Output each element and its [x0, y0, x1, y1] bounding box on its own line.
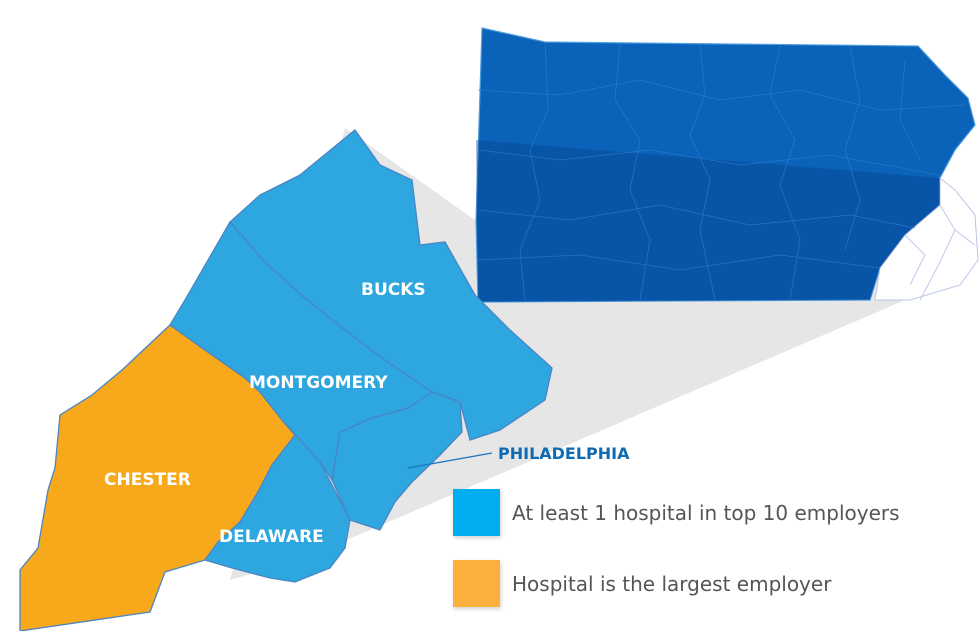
legend-label-top10: At least 1 hospital in top 10 employers — [512, 500, 900, 525]
state-southeast-corner — [874, 176, 979, 301]
southeast-county-lines — [904, 204, 976, 301]
legend-item-top10: At least 1 hospital in top 10 employers — [453, 489, 900, 536]
county-label-bucks: BUCKS — [361, 280, 426, 300]
legend-swatch-top10 — [453, 489, 500, 536]
county-bucks — [229, 129, 553, 441]
county-label-delaware: DELAWARE — [219, 527, 324, 547]
counties — [19, 129, 553, 631]
county-label-philadelphia: PHILADELPHIA — [498, 444, 630, 463]
legend-label-largest: Hospital is the largest employer — [512, 571, 832, 596]
state-county-lines — [477, 41, 966, 301]
state-inset — [475, 27, 979, 303]
county-label-chester: CHESTER — [104, 470, 191, 490]
county-delaware — [203, 419, 351, 583]
county-label-montgomery: MONTGOMERY — [249, 373, 388, 393]
philadelphia-callout-line — [407, 452, 493, 469]
legend-swatch-largest — [453, 560, 500, 607]
state-band — [476, 140, 940, 302]
legend-item-largest: Hospital is the largest employer — [453, 560, 831, 607]
